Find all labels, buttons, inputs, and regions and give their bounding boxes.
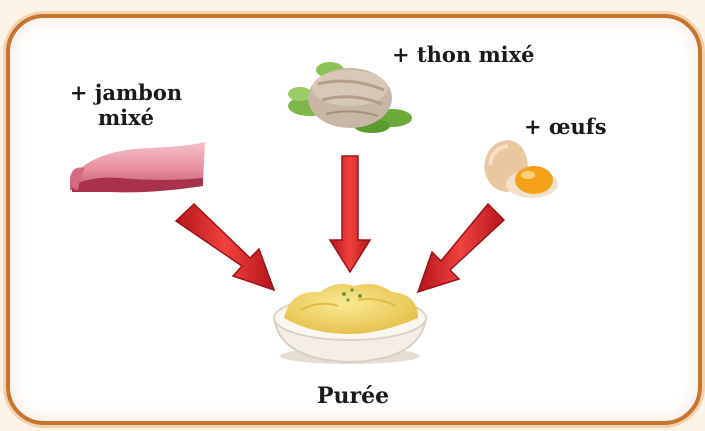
puree-bowl-image [274, 284, 426, 364]
arrow-right [418, 204, 504, 292]
eggs-image [484, 140, 558, 198]
label-oeufs: + œufs [524, 114, 607, 139]
arrow-left [176, 204, 274, 290]
tuna-image [288, 62, 412, 133]
label-puree: Purée [290, 384, 416, 409]
arrow-middle [330, 156, 370, 272]
label-thon: + thon mixé [392, 42, 535, 67]
label-jambon: + jambon mixé [56, 80, 196, 130]
ham-image [70, 142, 205, 192]
